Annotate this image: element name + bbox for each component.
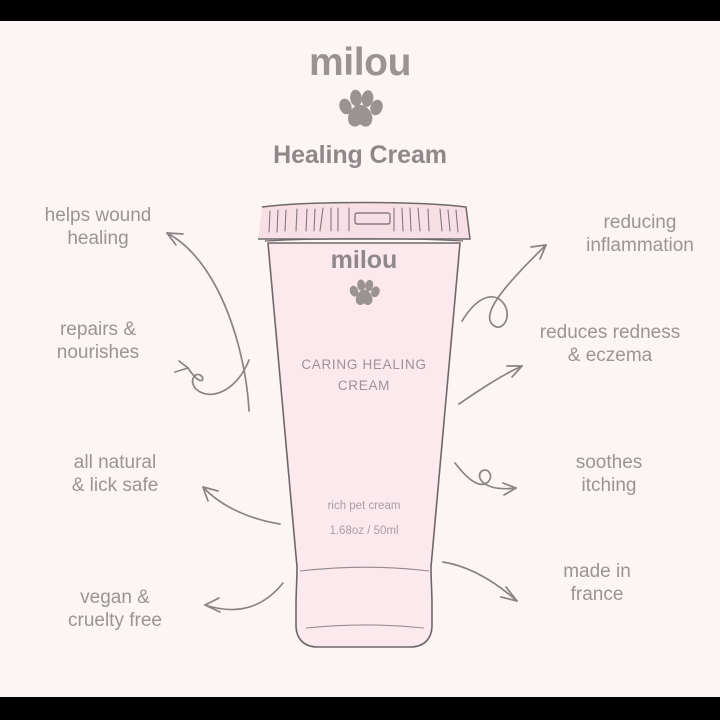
product-tube: milou CARING HEALING CREAM rich pet crea… bbox=[248, 187, 480, 657]
annotation-soothes-itching: soothes itching bbox=[575, 452, 643, 497]
annotation-vegan-cruelty-free: vegan & cruelty free bbox=[68, 587, 162, 632]
annotation-repairs-nourishes: repairs & nourishes bbox=[56, 319, 140, 364]
annotation-helps-wound-healing: helps wound healing bbox=[44, 205, 152, 250]
product-infographic-canvas: milou Healing Cream bbox=[0, 21, 720, 697]
paw-print-icon bbox=[339, 89, 383, 127]
annotation-all-natural-lick-safe: all natural & lick safe bbox=[71, 452, 159, 497]
annotation-made-in-france: made in france bbox=[563, 561, 631, 606]
header: milou Healing Cream bbox=[0, 21, 720, 168]
annotation-reduces-redness-eczema: reduces redness & eczema bbox=[539, 322, 681, 367]
annotation-reducing-inflammation: reducing inflammation bbox=[586, 212, 694, 257]
page-title: Healing Cream bbox=[273, 141, 447, 169]
product-tube-illustration bbox=[258, 201, 471, 648]
arrow-repairs-nourishes bbox=[174, 359, 250, 396]
letterbox-top-bar bbox=[0, 0, 720, 21]
letterbox-bottom-bar bbox=[0, 697, 720, 720]
brand-wordmark: milou bbox=[309, 41, 411, 84]
